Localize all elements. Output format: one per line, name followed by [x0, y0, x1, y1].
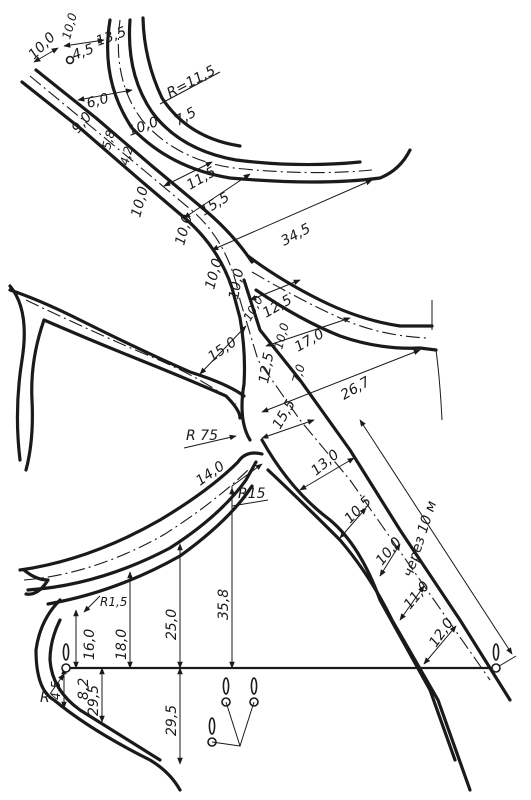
dim-line-r115 — [159, 71, 221, 105]
label-10-0-c: 10,0 — [128, 185, 152, 219]
label-10-0-i: 10,0 — [373, 534, 405, 568]
marker-lower-3 — [207, 717, 217, 747]
label-13-0: 13,0 — [308, 447, 342, 479]
main-road-outer-right-edge — [260, 438, 457, 762]
marker-leader-lines — [211, 701, 255, 747]
dim-line-17 — [265, 317, 351, 347]
label-25-0: 25,0 — [164, 609, 180, 640]
dim-line-15-5b — [261, 419, 315, 439]
label-10-0-a: 10,0 — [26, 29, 59, 62]
dimension-lines — [33, 38, 513, 765]
label-10-0-f: 10,0 — [226, 267, 247, 301]
dim-line-through-10m — [359, 419, 513, 655]
dim-line-6 — [77, 88, 133, 102]
left-branch-inner-edge — [42, 318, 242, 420]
main-road-axis — [29, 75, 491, 681]
marker-lower-1 — [221, 677, 231, 707]
label-10-0-top: 10,0 — [59, 11, 80, 41]
label-11-0: 11,0 — [401, 578, 433, 612]
label-13-5: 13,5 — [94, 24, 129, 50]
label-10-5: 10,5 — [342, 493, 375, 526]
label-10-0-d: 10,0 — [172, 213, 196, 247]
upper-road-axis — [117, 19, 373, 174]
label-29-5-b: 29,5 — [164, 705, 180, 736]
label-r-left: R — [40, 690, 50, 706]
marker-baseline-left — [61, 643, 71, 673]
label-4-5-b: 4,5 — [49, 681, 63, 700]
label-12-5-b: 12,5 — [256, 351, 277, 385]
label-8-2: 8,2 — [76, 678, 92, 700]
dim-line-top-1 — [33, 47, 59, 63]
label-4-5: 4,5 — [70, 41, 96, 64]
label-6-0: 6,0 — [85, 91, 111, 112]
dim-line-r1-5 — [83, 595, 101, 613]
dim-line-26-7 — [261, 349, 421, 413]
left-branch-outer-edge — [8, 288, 246, 398]
label-10-0-e: 10,0 — [202, 257, 226, 291]
lower-left-spur-2 — [48, 618, 162, 762]
right-boundary-line — [431, 300, 443, 421]
label-12-0: 12,0 — [426, 616, 457, 651]
label-10-0-b: 10,0 — [126, 114, 161, 140]
dim-line-r15-a — [231, 463, 263, 487]
lower-road-edge-3 — [46, 484, 254, 606]
lower-road-axis — [23, 469, 249, 581]
label-r-11-5: R=11,5 — [164, 63, 218, 102]
lower-left-spur — [34, 598, 182, 792]
label-r-15: R15 — [238, 486, 266, 502]
label-15-5: 15,5 — [198, 189, 233, 219]
dimension-labels: 10,0 10,0 4,5 13,5 6,0 R=11,5 9,0 10,0 7… — [26, 11, 458, 736]
label-16-0: 16,0 — [82, 629, 98, 660]
lower-road-edge-2 — [26, 460, 258, 592]
label-r-75: R 75 — [186, 428, 218, 444]
left-branch-axis — [25, 299, 237, 405]
dim-line-r75 — [183, 434, 237, 449]
label-17-0: 17,0 — [292, 326, 327, 355]
dim-line-34-5 — [211, 179, 373, 251]
label-35-8: 35,8 — [216, 589, 232, 620]
label-5-8: 5,8 — [99, 128, 118, 150]
middle-ramp-upper-edge — [246, 254, 434, 328]
label-26-7: 26,7 — [338, 374, 373, 403]
marker-baseline-right — [491, 643, 501, 673]
label-7-0: 7,0 — [289, 362, 308, 384]
label-r-1-5: R1,5 — [100, 595, 127, 609]
lower-road-edge-1 — [18, 451, 264, 572]
lower-left-loop — [22, 568, 50, 596]
upper-road-edge-2 — [127, 18, 362, 167]
label-18-0: 18,0 — [114, 629, 130, 660]
label-4-2: 4,2 — [117, 145, 135, 167]
left-branch-inner-curve — [24, 318, 46, 472]
label-7-5: 7,5 — [172, 104, 199, 129]
dim-line-left-r — [49, 673, 65, 695]
label-29-5-a: 29,5 — [86, 685, 102, 716]
label-15-0: 15,0 — [205, 334, 240, 365]
road-edges — [8, 16, 512, 792]
marker-top — [65, 55, 75, 65]
dim-line-15 — [199, 325, 247, 375]
label-34-5: 34,5 — [278, 221, 313, 250]
survey-markers — [61, 55, 501, 747]
dim-line-12-5 — [249, 279, 301, 301]
dim-line-top-2 — [63, 38, 105, 48]
left-branch-upper-curve — [8, 284, 26, 462]
dim-line-13 — [299, 457, 355, 491]
upper-road-edge-1 — [106, 18, 412, 184]
label-10-0-h: 10,0 — [271, 321, 292, 351]
marker-lower-2 — [249, 677, 259, 707]
upper-road-edge-3 — [141, 16, 242, 148]
